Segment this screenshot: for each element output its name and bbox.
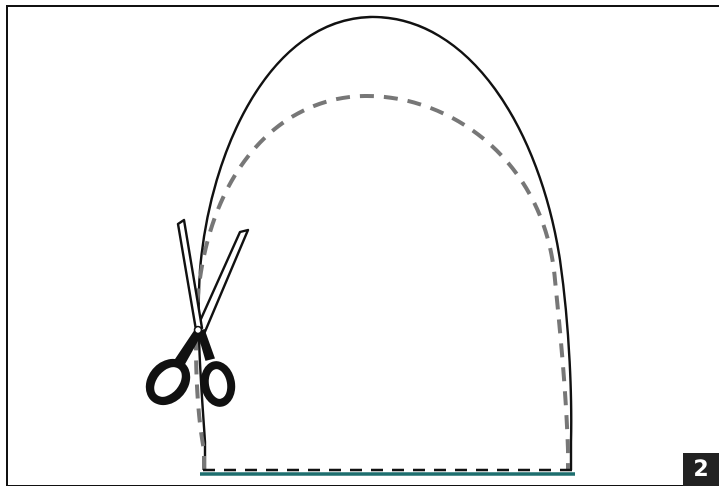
scissors-icon <box>145 218 250 407</box>
diagram-frame <box>6 5 719 486</box>
step-number-badge: 2 <box>683 453 719 486</box>
outer-pattern-outline <box>197 15 573 470</box>
dashed-cut-guide <box>194 93 570 470</box>
